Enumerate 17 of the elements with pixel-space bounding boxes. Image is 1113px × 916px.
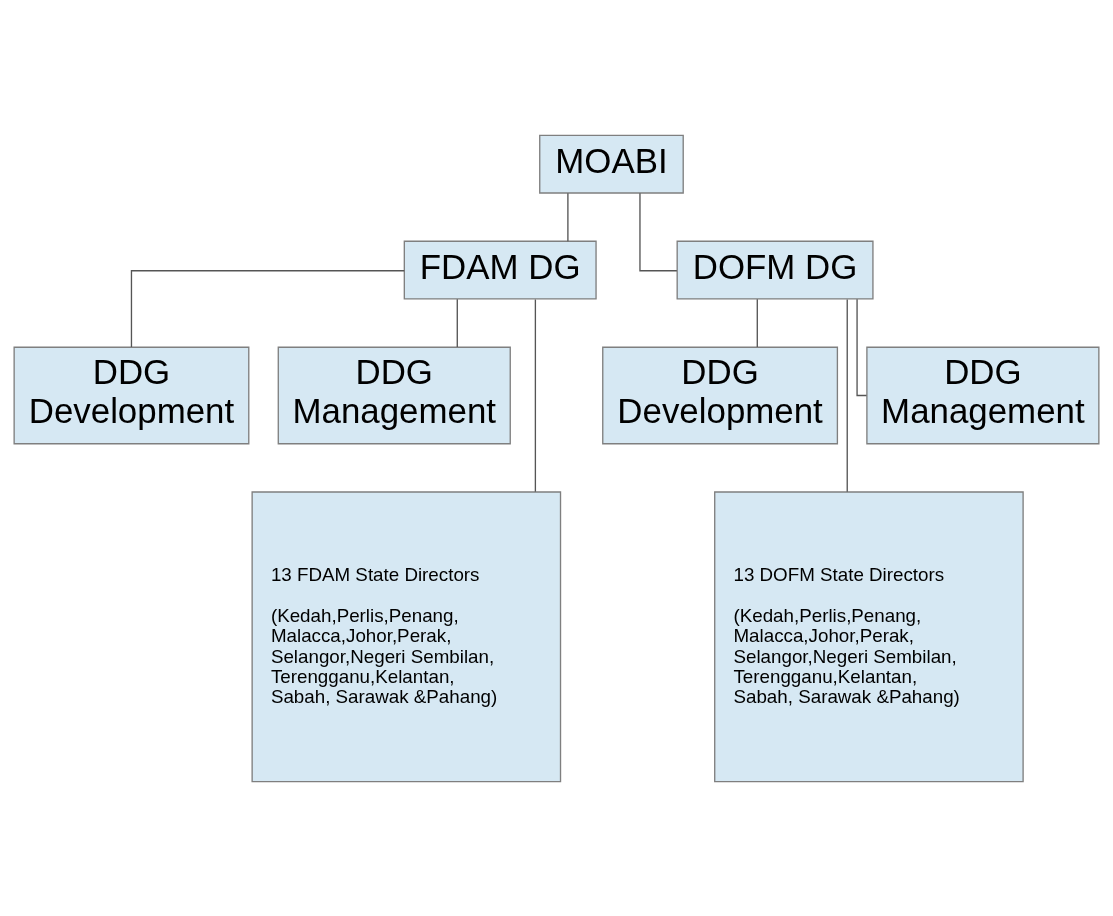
connector	[456, 298, 458, 348]
node-box: FDAM DG	[403, 240, 597, 300]
connector	[534, 298, 537, 492]
node-box: MOABI	[539, 134, 684, 194]
node-box: DDG Development	[13, 346, 250, 444]
connector	[130, 269, 405, 348]
node-box: DOFM DG	[676, 240, 874, 300]
connector	[756, 298, 758, 348]
connector	[846, 298, 848, 492]
node-box: DDG Management	[866, 346, 1100, 444]
connector	[856, 298, 868, 396]
connector	[639, 192, 678, 271]
node-box: DDG Development	[602, 346, 839, 444]
connector	[567, 191, 569, 242]
node-box: 13 FDAM State Directors (Kedah,Perlis,Penang, Malacca,Johor,Perak, Selangor,Negeri Sembilan, Terengganu,Kelantan, Sabah, Sarawak &Pahang)	[251, 490, 562, 782]
node-box: DDG Management	[277, 346, 511, 444]
node-box: 13 DOFM State Directors (Kedah,Perlis,Penang, Malacca,Johor,Perak, Selangor,Negeri Sembilan, Terengganu,Kelantan, Sabah, Sarawak &Pahang)	[714, 490, 1024, 782]
